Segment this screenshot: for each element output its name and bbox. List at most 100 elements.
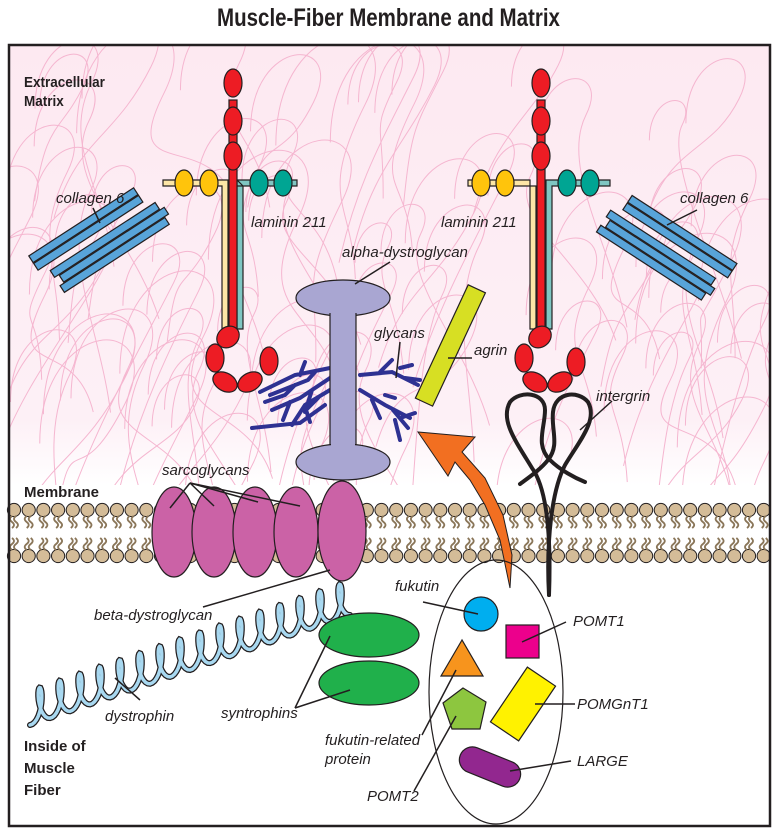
lipid-tail — [406, 515, 416, 529]
lipid-tail — [23, 515, 34, 529]
label-syntrophins: syntrophins — [221, 705, 298, 722]
lipid-head — [639, 548, 654, 564]
lipid-tail — [714, 515, 725, 529]
matrix-fiber — [338, 45, 421, 263]
matrix-fiber — [70, 308, 154, 485]
matrix-fiber — [375, 294, 478, 447]
lipid-tail — [464, 515, 475, 529]
lipid-head — [95, 548, 110, 564]
matrix-fiber — [10, 329, 77, 485]
lipid-head — [403, 548, 418, 564]
matrix-fiber — [53, 45, 159, 218]
lipid-tail — [685, 537, 696, 551]
dystrophin — [27, 580, 353, 728]
matrix-fiber — [250, 298, 336, 485]
matrix-fiber — [76, 45, 237, 205]
alpha-dystroglycan — [295, 279, 391, 481]
leader-lines — [92, 207, 698, 792]
lipid-head — [139, 548, 154, 564]
matrix-fiber — [698, 198, 770, 368]
lipid-head — [506, 502, 521, 518]
integrin — [504, 392, 593, 597]
lipid-tail — [670, 515, 681, 529]
matrix-fiber — [730, 302, 770, 382]
glycans — [250, 358, 422, 442]
lipid-tail — [126, 515, 137, 529]
matrix-fiber — [247, 54, 321, 208]
lipid-head — [639, 502, 654, 518]
matrix-fiber — [401, 264, 448, 485]
lipid-tail — [655, 537, 666, 551]
lipid-head — [109, 548, 125, 564]
lipid-head — [609, 548, 624, 564]
lipid-tail — [82, 537, 93, 551]
matrix-fiber — [119, 270, 274, 479]
agrin — [414, 284, 487, 407]
matrix-fiber — [41, 313, 136, 485]
lipid-head — [124, 502, 139, 518]
label-fukutin: fukutin — [395, 578, 439, 595]
lipid-head — [727, 502, 742, 518]
collagen-6-right — [595, 194, 738, 301]
lipid-head — [741, 502, 757, 518]
lipid-head — [565, 502, 580, 518]
matrix-fiber — [644, 58, 746, 224]
lipid-tail — [744, 537, 754, 551]
lipid-tail — [141, 515, 152, 529]
label-glycans: glycans — [374, 325, 425, 342]
matrix-fiber — [59, 318, 194, 485]
lipid-head — [741, 548, 757, 564]
matrix-fiber — [378, 158, 483, 368]
matrix-fiber — [682, 396, 770, 485]
lipid-tail — [597, 537, 607, 551]
lipid-tail — [582, 515, 593, 529]
label-pomt1: POMT1 — [573, 613, 625, 630]
lipid-head — [418, 548, 433, 564]
label-beta-dystroglycan: beta-dystroglycan — [94, 607, 212, 624]
lipid-tail — [435, 537, 446, 551]
lipid-tail — [729, 537, 740, 551]
label-laminin-211-right: laminin 211 — [441, 214, 517, 231]
lipid-tail — [406, 537, 416, 551]
lipid-head — [683, 548, 698, 564]
lipid-tail — [700, 515, 710, 529]
matrix-fiber — [534, 300, 602, 485]
lipid-head — [389, 502, 404, 518]
beta-dystroglycan — [317, 480, 367, 582]
lipid-tail — [626, 515, 637, 529]
matrix-fiber — [652, 331, 694, 485]
lipid-head — [565, 548, 580, 564]
lipid-head — [653, 548, 668, 564]
lipid-head — [624, 548, 639, 564]
matrix-fiber — [152, 185, 223, 342]
label-agrin: agrin — [474, 342, 507, 359]
lipid-tail — [38, 515, 49, 529]
page-title: Muscle-Fiber Membrane and Matrix — [217, 4, 560, 32]
matrix-fiber — [380, 203, 491, 426]
lipid-head — [447, 548, 463, 564]
fukutin-shape — [463, 596, 499, 632]
matrix-fiber — [39, 339, 135, 485]
lipid-head — [521, 502, 536, 518]
lipid-head — [109, 502, 125, 518]
lipid-tail — [479, 515, 490, 529]
lipid-tail — [391, 537, 402, 551]
matrix-fiber — [34, 53, 89, 202]
lipid-head — [580, 548, 595, 564]
lipid-head — [433, 548, 448, 564]
lipid-tail — [508, 515, 519, 529]
lipid-head — [521, 548, 536, 564]
lipid-tail — [758, 515, 769, 529]
matrix-fiber — [648, 100, 742, 359]
lipid-tail — [685, 515, 696, 529]
label-intergrin: intergrin — [596, 388, 650, 405]
label-sarcoglycans: sarcoglycans — [162, 462, 250, 479]
laminin-211-right — [467, 68, 611, 393]
matrix-fiber — [713, 284, 770, 485]
lipid-tail — [420, 537, 431, 551]
matrix-fiber — [32, 146, 112, 413]
lipid-tail — [611, 515, 622, 529]
lipid-head — [403, 502, 418, 518]
lipid-head — [609, 502, 624, 518]
lipid-head — [624, 502, 639, 518]
